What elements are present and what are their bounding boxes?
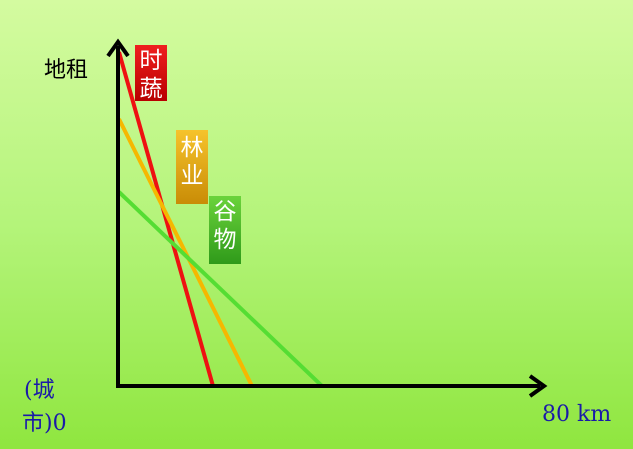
- vegetable-label-char1: 时: [139, 48, 163, 74]
- forestry-label-char1: 林: [180, 135, 204, 161]
- vegetable-label: 时 蔬: [135, 45, 167, 102]
- vegetable-rent-line: [117, 51, 215, 387]
- origin-label-line1: (城: [24, 378, 55, 403]
- grain-rent-line: [117, 190, 324, 388]
- grain-label-char1: 谷: [213, 199, 237, 225]
- origin-label-line2: 市)0: [22, 411, 67, 436]
- grain-label-char2: 物: [213, 227, 237, 253]
- vegetable-label-char2: 蔬: [139, 76, 163, 102]
- x-axis-label: 80 km: [542, 402, 612, 427]
- forestry-label: 林 业: [176, 130, 208, 204]
- forestry-rent-line: [117, 118, 254, 387]
- x-axis-arrowhead: [528, 374, 548, 398]
- forestry-label-char2: 业: [180, 163, 204, 189]
- y-axis-label: 地租: [44, 58, 89, 83]
- grain-label: 谷 物: [209, 196, 241, 264]
- y-axis-arrowhead: [106, 38, 130, 58]
